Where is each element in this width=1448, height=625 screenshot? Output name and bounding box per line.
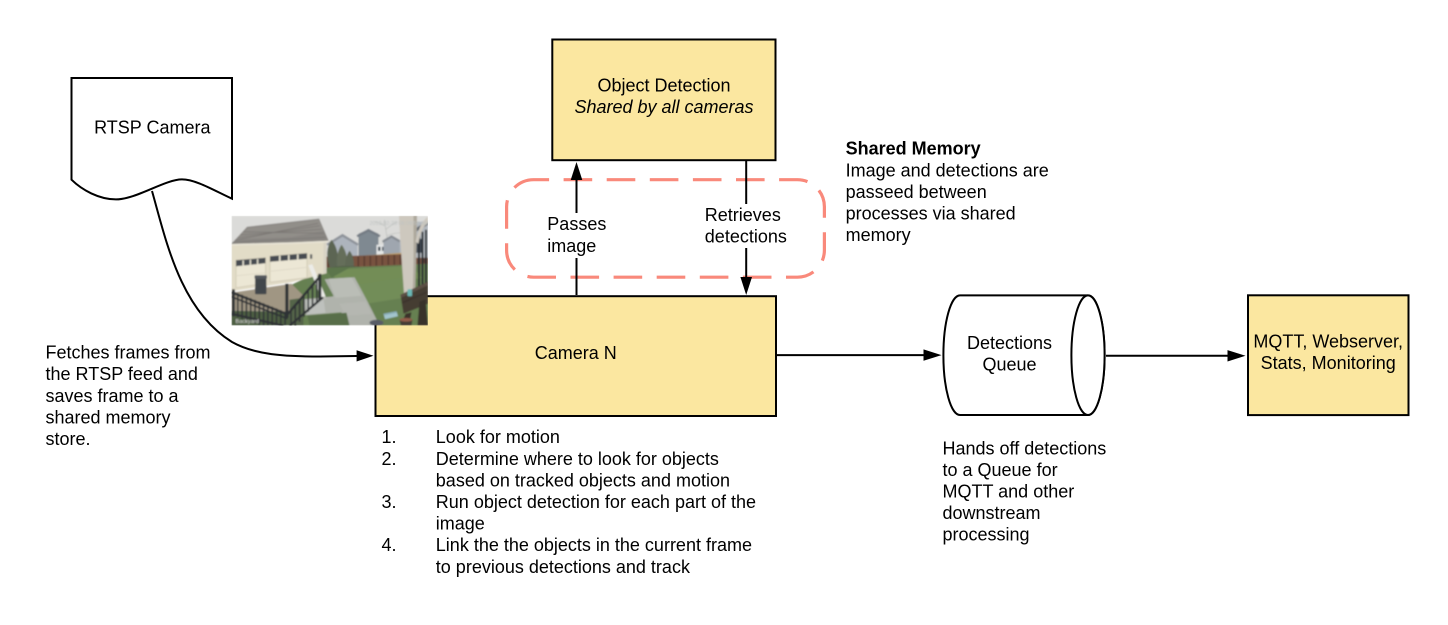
svg-text:to previous detections and tra: to previous detections and track	[436, 557, 691, 577]
svg-text:Hands off detections: Hands off detections	[943, 438, 1107, 458]
svg-text:3.: 3.	[382, 492, 397, 512]
svg-text:2019-02-26 06:09:54 AM: 2019-02-26 06:09:54 AM	[370, 221, 430, 227]
svg-text:1.: 1.	[382, 427, 397, 447]
svg-text:Backyard: Backyard	[236, 319, 259, 325]
svg-text:processing: processing	[943, 525, 1030, 545]
svg-text:image: image	[436, 514, 485, 534]
svg-text:shared memory: shared memory	[46, 407, 171, 427]
svg-text:Queue: Queue	[982, 355, 1036, 375]
svg-text:based on tracked objects and m: based on tracked objects and motion	[436, 470, 730, 490]
svg-text:image: image	[547, 236, 596, 256]
svg-text:Retrieves: Retrieves	[705, 205, 781, 225]
svg-text:Determine where to look for ob: Determine where to look for objects	[436, 449, 719, 469]
svg-text:Detections: Detections	[967, 333, 1052, 353]
svg-text:Link the the objects in the cu: Link the the objects in the current fram…	[436, 535, 752, 555]
svg-text:store.: store.	[46, 429, 91, 449]
svg-text:saves frame to a: saves frame to a	[46, 386, 180, 406]
svg-text:Stats, Monitoring: Stats, Monitoring	[1261, 353, 1396, 373]
svg-text:Run object detection for each: Run object detection for each part of th…	[436, 492, 756, 512]
svg-text:Image and detections are: Image and detections are	[846, 160, 1049, 180]
svg-text:Shared by all cameras: Shared by all cameras	[574, 97, 753, 117]
svg-text:memory: memory	[846, 225, 911, 245]
svg-text:processes via shared: processes via shared	[846, 204, 1016, 224]
svg-text:detections: detections	[705, 226, 787, 246]
svg-text:MQTT, Webserver,: MQTT, Webserver,	[1253, 331, 1403, 351]
svg-text:Shared Memory: Shared Memory	[846, 139, 981, 159]
svg-text:downstream: downstream	[943, 503, 1041, 523]
svg-text:RTSP Camera: RTSP Camera	[94, 118, 211, 138]
svg-text:Look for motion: Look for motion	[436, 427, 560, 447]
svg-text:2.: 2.	[382, 449, 397, 469]
svg-text:Camera N: Camera N	[535, 343, 617, 363]
svg-text:to a Queue for: to a Queue for	[943, 460, 1058, 480]
svg-text:the RTSP feed and: the RTSP feed and	[46, 364, 198, 384]
svg-text:MQTT and other: MQTT and other	[943, 482, 1075, 502]
svg-text:passeed between: passeed between	[846, 182, 987, 202]
svg-text:4.: 4.	[382, 535, 397, 555]
svg-text:Passes: Passes	[547, 214, 606, 234]
svg-text:Fetches frames from: Fetches frames from	[46, 343, 211, 363]
svg-text:Object Detection: Object Detection	[597, 76, 730, 96]
